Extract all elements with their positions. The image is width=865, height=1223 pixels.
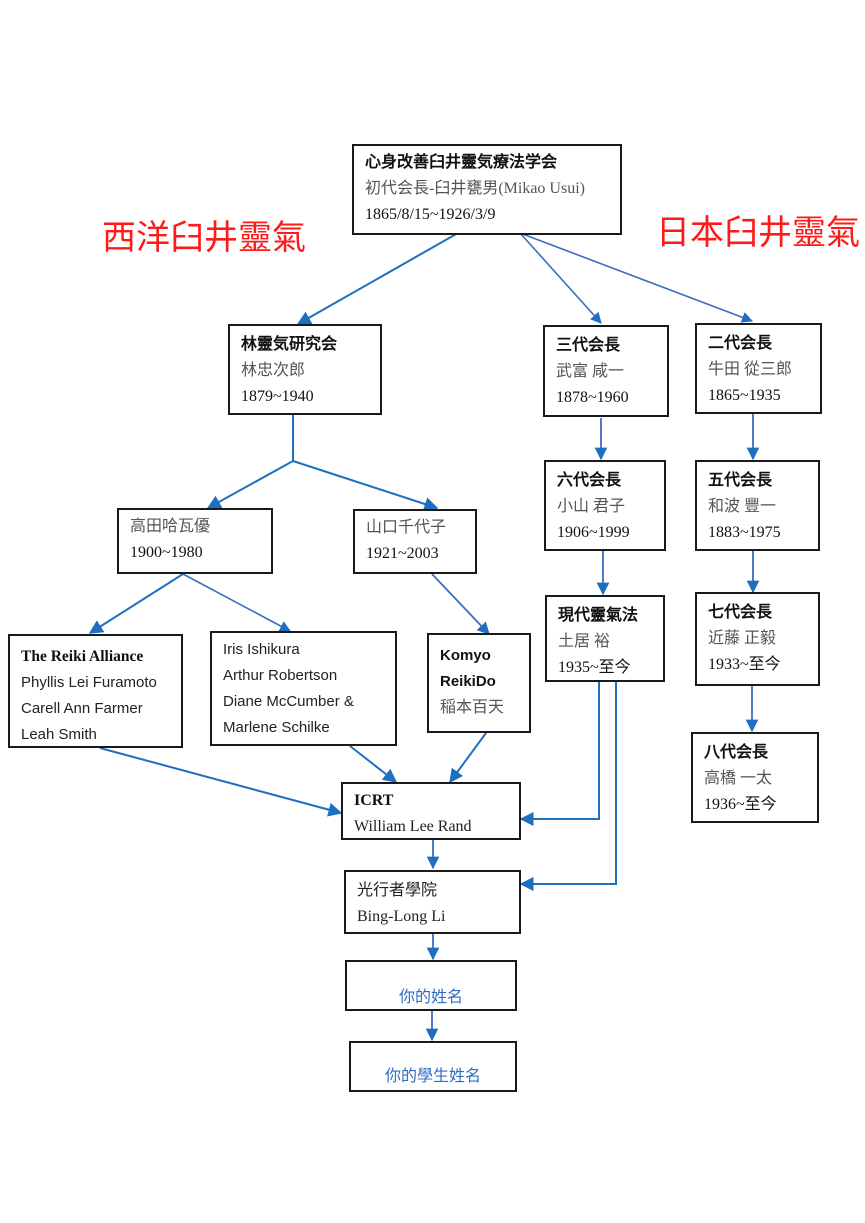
student-name-placeholder: 你的學生姓名 — [384, 1065, 481, 1085]
member-name: Arthur Robertson — [223, 667, 338, 684]
node-title: 現代靈氣法 — [558, 607, 639, 624]
node-years: 1865~1935 — [708, 387, 781, 404]
node-name: Bing-Long Li — [357, 908, 446, 925]
node-title: 林靈気研究会 — [241, 336, 338, 353]
edge-takata-alliance — [88, 573, 184, 634]
node-student-name: 你的學生姓名 — [349, 1041, 517, 1092]
node-years: 1878~1960 — [556, 389, 629, 406]
node-name: 和波 豐一 — [708, 498, 777, 515]
node-second-president: 二代会長 牛田 從三郎 1865~1935 — [695, 323, 822, 414]
japanese-reiki-label: 日本臼井靈氣 — [656, 213, 860, 253]
edge-iris-icrt — [349, 745, 398, 783]
node-gendai-reiki: 現代靈氣法 土居 裕 1935~至今 — [545, 595, 665, 682]
node-title: ReikiDo — [440, 673, 496, 690]
node-years: 1883~1975 — [708, 524, 781, 541]
node-title: The Reiki Alliance — [21, 648, 144, 665]
node-years: 1935~至今 — [558, 659, 631, 676]
member-name: Carell Ann Farmer — [21, 700, 143, 717]
node-title: 八代会長 — [704, 744, 769, 761]
edge-root-third — [519, 232, 602, 324]
node-name: 高田哈瓦優 — [130, 518, 211, 535]
node-seventh-president: 七代会長 近藤 正毅 1933~至今 — [695, 592, 820, 686]
edge-gendai-guangxing — [519, 681, 617, 891]
edge-root-second — [519, 232, 754, 323]
node-name: 近藤 正毅 — [708, 630, 777, 647]
node-title: 二代会長 — [708, 335, 773, 352]
node-title: 三代会長 — [556, 337, 621, 354]
node-name: 小山 君子 — [557, 498, 626, 515]
your-name-placeholder: 你的姓名 — [398, 986, 463, 1006]
node-title: ICRT — [354, 792, 394, 809]
node-komyo-reikido: Komyo ReikiDo 稲本百天 — [427, 633, 531, 733]
node-usui-root: 心身改善臼井靈気療法学会 初代会長-臼井甕男(Mikao Usui) 1865/… — [352, 144, 622, 235]
edge-komyo-icrt — [449, 732, 487, 784]
edge-gendai-icrt — [519, 681, 600, 826]
node-yamaguchi: 山口千代子 1921~2003 — [353, 509, 477, 574]
node-sixth-president: 六代会長 小山 君子 1906~1999 — [544, 460, 666, 551]
node-hayashi: 林靈気研究会 林忠次郎 1879~1940 — [228, 324, 382, 415]
node-takata: 高田哈瓦優 1900~1980 — [117, 508, 273, 574]
node-name: 稲本百天 — [440, 699, 505, 716]
node-icrt: ICRT William Lee Rand — [341, 782, 521, 840]
edge-hayashi-yamaguchi — [292, 460, 439, 511]
node-third-president: 三代会長 武富 咸一 1878~1960 — [543, 325, 669, 417]
node-years: 1936~至今 — [704, 796, 777, 813]
node-years: 1933~至今 — [708, 656, 781, 673]
western-reiki-label: 西洋臼井靈氣 — [102, 218, 306, 258]
member-name: Phyllis Lei Furamoto — [21, 674, 157, 691]
member-name: Marlene Schilke — [223, 719, 330, 736]
node-name: 牛田 從三郎 — [708, 361, 793, 378]
node-iris-ishikura-group: Iris Ishikura Arthur Robertson Diane McC… — [210, 631, 397, 746]
node-title: 七代会長 — [708, 604, 773, 621]
member-name: Leah Smith — [21, 726, 97, 743]
node-name: 林忠次郎 — [241, 362, 306, 379]
node-title: 光行者學院 — [357, 882, 438, 899]
node-years: 1900~1980 — [130, 544, 203, 561]
node-your-name: 你的姓名 — [345, 960, 517, 1011]
node-name: 山口千代子 — [366, 519, 447, 536]
node-title: 心身改善臼井靈気療法学会 — [365, 154, 558, 171]
node-years: 1865/8/15~1926/3/9 — [365, 206, 496, 223]
edge-takata-iris — [182, 573, 291, 632]
edge-hayashi-takata — [206, 460, 294, 509]
node-guangxing-academy: 光行者學院 Bing-Long Li — [344, 870, 521, 934]
node-title: 六代会長 — [557, 472, 622, 489]
member-name: Diane McCumber & — [223, 693, 354, 710]
member-name: Iris Ishikura — [223, 641, 300, 658]
node-name: 武富 咸一 — [556, 363, 625, 380]
node-fifth-president: 五代会長 和波 豐一 1883~1975 — [695, 460, 820, 551]
edge-root-hayashi — [296, 232, 459, 325]
node-title: 五代会長 — [708, 472, 773, 489]
node-years: 1921~2003 — [366, 545, 439, 562]
edge-yamaguchi-komyo — [431, 573, 490, 635]
node-title: Komyo — [440, 647, 491, 664]
node-name: William Lee Rand — [354, 818, 472, 835]
node-years: 1879~1940 — [241, 388, 314, 405]
node-name: 初代会長-臼井甕男(Mikao Usui) — [365, 180, 585, 197]
node-name: 土居 裕 — [558, 633, 611, 650]
node-name: 高橋 一太 — [704, 770, 773, 787]
node-years: 1906~1999 — [557, 524, 630, 541]
edge-alliance-icrt — [99, 747, 343, 817]
node-reiki-alliance: The Reiki Alliance Phyllis Lei Furamoto … — [8, 634, 183, 748]
node-eighth-president: 八代会長 高橋 一太 1936~至今 — [691, 732, 819, 823]
